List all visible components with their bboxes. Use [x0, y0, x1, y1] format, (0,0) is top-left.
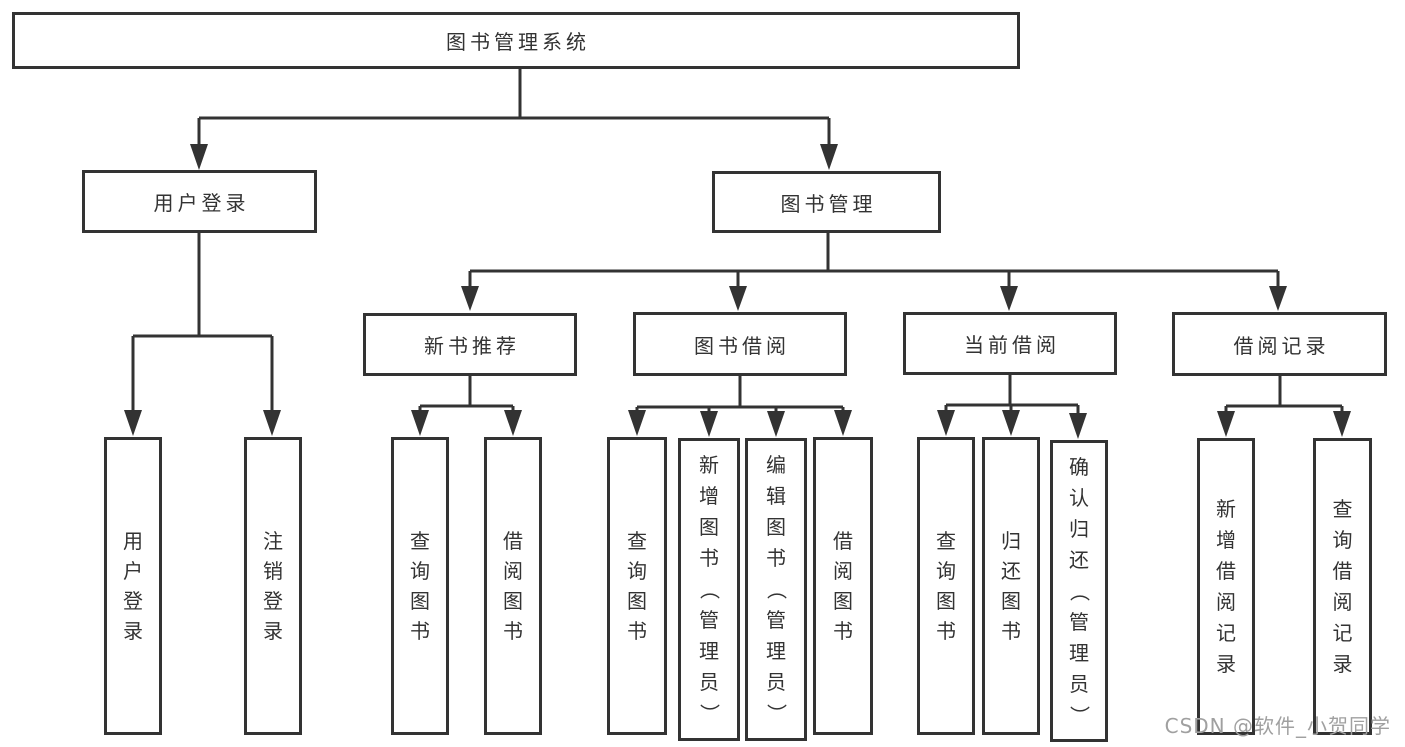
node-root: 图书管理系统 [12, 12, 1020, 69]
leaf-logout: 注销登录 [244, 437, 302, 735]
leaf-bb-add-books-admin: 新增图书（管理员） [678, 438, 740, 741]
leaf-cb-query-books-label: 查询图书 [936, 529, 956, 643]
leaf-bb-add-books-admin-label: 新增图书（管理员） [697, 453, 722, 724]
leaf-rec-borrow-books-label: 借阅图书 [503, 529, 523, 643]
leaf-user-login: 用户登录 [104, 437, 162, 735]
node-book-management: 图书管理 [712, 171, 941, 233]
leaf-cb-confirm-return-admin: 确认归还（管理员） [1050, 440, 1108, 742]
leaf-bb-query-books: 查询图书 [607, 437, 667, 735]
leaf-br-add-record: 新增借阅记录 [1197, 438, 1255, 735]
leaf-rec-query-books-label: 查询图书 [410, 529, 430, 643]
leaf-cb-return-books-label: 归还图书 [1001, 529, 1021, 643]
leaf-br-query-record-label: 查询借阅记录 [1332, 496, 1353, 676]
leaf-bb-borrow-books-label: 借阅图书 [833, 529, 853, 643]
leaf-cb-return-books: 归还图书 [982, 437, 1040, 735]
leaf-logout-label: 注销登录 [263, 529, 283, 643]
csdn-watermark: CSDN @软件_小贺同学 [1164, 714, 1391, 738]
node-borrow-records: 借阅记录 [1172, 312, 1387, 376]
leaf-bb-edit-books-admin: 编辑图书（管理员） [745, 438, 807, 741]
leaf-bb-query-books-label: 查询图书 [627, 529, 647, 643]
leaf-rec-query-books: 查询图书 [391, 437, 449, 735]
node-book-borrow: 图书借阅 [633, 312, 847, 376]
leaf-rec-borrow-books: 借阅图书 [484, 437, 542, 735]
node-current-borrow: 当前借阅 [903, 312, 1117, 375]
leaf-br-add-record-label: 新增借阅记录 [1216, 496, 1236, 676]
leaf-bb-borrow-books: 借阅图书 [813, 437, 873, 735]
leaf-br-query-record: 查询借阅记录 [1313, 438, 1372, 735]
leaf-user-login-label: 用户登录 [123, 529, 143, 643]
leaf-cb-query-books: 查询图书 [917, 437, 975, 735]
leaf-bb-edit-books-admin-label: 编辑图书（管理员） [764, 453, 789, 724]
node-new-book-recommend: 新书推荐 [363, 313, 577, 376]
node-user-login: 用户登录 [82, 170, 317, 233]
leaf-cb-confirm-return-admin-label: 确认归还（管理员） [1067, 454, 1092, 726]
